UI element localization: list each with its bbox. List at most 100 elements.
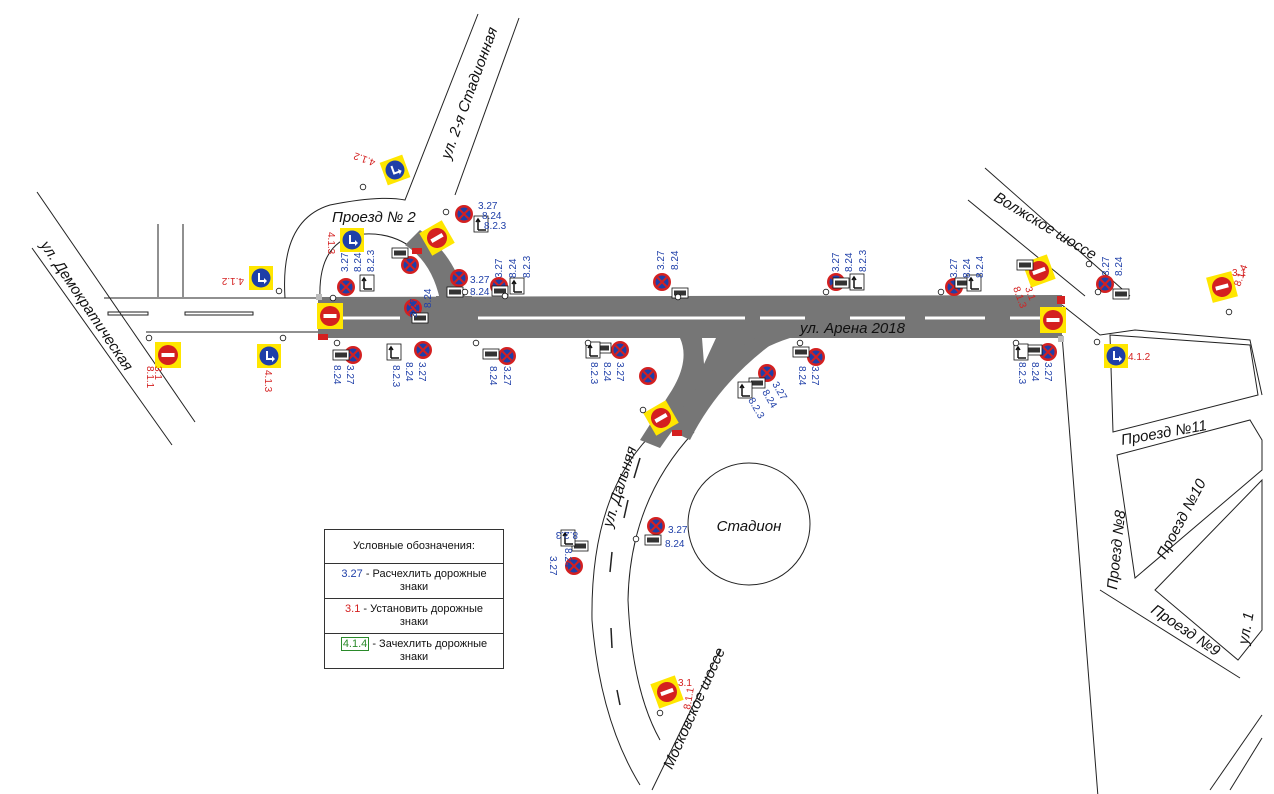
legend-text-uncover: - Расчехлить дорожные знаки <box>362 568 487 593</box>
svg-text:3.1: 3.1 <box>152 366 163 380</box>
svg-text:3.27: 3.27 <box>1101 256 1112 276</box>
svg-text:8.2.4: 8.2.4 <box>975 255 986 278</box>
no-entry-sign-icon <box>155 342 181 368</box>
legend-row-install: 3.1 - Установить дорожные знаки <box>325 598 503 633</box>
turn-right-sign-icon <box>339 227 365 253</box>
left-road-dashes <box>107 311 254 316</box>
codes-red: 3.1 8.1.1 3.1 8.1.3 3.1 8.1.4 3.1 8.1.1 … <box>144 149 1251 710</box>
street-proezd-10: Проезд №10 <box>1154 476 1211 562</box>
street-demokraticheskaya: ул. Демократическая <box>36 237 136 374</box>
legend-code-3-1: 3.1 <box>345 603 361 615</box>
svg-text:3.27: 3.27 <box>831 252 842 272</box>
svg-text:8.24: 8.24 <box>796 366 807 386</box>
dalnyaya-lane-dashes <box>609 457 641 706</box>
codes-8-2-3: 8.2.3 8.2.3 8.2.3 8.2.3 8.2.3 8.2.3 8.2.… <box>366 221 1027 540</box>
no-entry-sign-icon <box>1022 254 1056 288</box>
svg-text:8.24: 8.24 <box>562 548 573 568</box>
svg-text:8.24: 8.24 <box>601 362 612 382</box>
svg-text:3.27: 3.27 <box>1042 362 1053 382</box>
svg-text:3.27: 3.27 <box>501 366 512 386</box>
legend-code-3-27: 3.27 <box>341 568 363 580</box>
svg-text:3.27: 3.27 <box>668 525 688 536</box>
street-outlines <box>31 13 1263 794</box>
svg-text:4.1.2: 4.1.2 <box>221 275 244 286</box>
svg-text:8.2.3: 8.2.3 <box>858 249 869 272</box>
svg-text:8.24: 8.24 <box>962 258 973 278</box>
main-road-arena-2018 <box>318 230 1062 448</box>
svg-text:8.2.3: 8.2.3 <box>484 221 507 232</box>
svg-text:8.24: 8.24 <box>353 252 364 272</box>
street-partial: ул. 1 <box>1235 611 1258 647</box>
svg-text:8.1.4: 8.1.4 <box>1232 263 1250 288</box>
svg-text:8.2.3: 8.2.3 <box>555 529 578 540</box>
svg-text:3.1: 3.1 <box>1232 268 1246 279</box>
svg-text:4.1.3: 4.1.3 <box>262 370 273 393</box>
street-volzhskoe: Волжское шоссе <box>991 189 1100 264</box>
svg-text:8.2.3: 8.2.3 <box>1016 362 1027 385</box>
svg-text:8.1.1: 8.1.1 <box>682 686 697 710</box>
svg-text:8.2.3: 8.2.3 <box>588 362 599 385</box>
svg-text:8.24: 8.24 <box>423 288 434 308</box>
svg-text:8.24: 8.24 <box>1029 362 1040 382</box>
vehicle-plate-signs <box>332 247 1130 552</box>
legend-code-4-1-4: 4.1.4 <box>340 637 370 651</box>
street-arena-2018: ул. Арена 2018 <box>799 320 906 337</box>
svg-text:8.24: 8.24 <box>470 287 490 298</box>
svg-text:3.27: 3.27 <box>470 275 490 286</box>
svg-text:8.24: 8.24 <box>665 539 685 550</box>
svg-text:8.1.1: 8.1.1 <box>144 366 155 389</box>
turn-right-sign-icon <box>1103 343 1129 369</box>
svg-text:8.2.3: 8.2.3 <box>390 365 401 388</box>
legend-row-cover: 4.1.4 - Зачехлить дорожные знаки <box>325 633 503 668</box>
svg-text:4.1.2: 4.1.2 <box>1128 352 1151 363</box>
street-proezd-8: Проезд №8 <box>1104 509 1129 591</box>
svg-text:8.24: 8.24 <box>844 252 855 272</box>
barrier-posts <box>316 294 1064 342</box>
barriers <box>318 248 1065 436</box>
svg-text:3.1: 3.1 <box>678 678 692 689</box>
svg-text:8.24: 8.24 <box>487 366 498 386</box>
svg-text:8.24: 8.24 <box>403 362 414 382</box>
stadium-outline <box>687 462 811 586</box>
svg-text:3.27: 3.27 <box>409 298 420 318</box>
svg-text:3.27: 3.27 <box>478 201 498 212</box>
svg-text:8.2.3: 8.2.3 <box>522 255 533 278</box>
street-labels: ул. Демократическая ул. 2-я Стадионная П… <box>36 25 1257 772</box>
svg-text:8.24: 8.24 <box>482 211 502 222</box>
legend-text-install: - Установить дорожные знаки <box>360 603 483 628</box>
svg-text:3.27: 3.27 <box>344 365 355 385</box>
svg-text:3.27: 3.27 <box>656 250 667 270</box>
codes-8-24: 8.24 8.24 8.24 8.24 8.24 8.24 8.24 8.24 … <box>331 211 1125 568</box>
no-entry-sign-icon <box>317 303 343 329</box>
svg-text:3.27: 3.27 <box>614 362 625 382</box>
svg-text:8.2.3: 8.2.3 <box>366 249 377 272</box>
street-moskovskoe: Московское шоссе <box>660 645 729 771</box>
legend-text-cover: - Зачехлить дорожные знаки <box>369 638 488 663</box>
street-proezd-9: Проезд №9 <box>1148 601 1224 660</box>
turn-right-sign-icon <box>378 153 412 187</box>
turn-right-sign-icon <box>256 343 282 369</box>
svg-text:3.27: 3.27 <box>547 556 558 576</box>
svg-text:3.27: 3.27 <box>809 366 820 386</box>
svg-text:3.27: 3.27 <box>949 258 960 278</box>
legend-row-uncover: 3.27 - Расчехлить дорожные знаки <box>325 563 503 598</box>
svg-text:3.27: 3.27 <box>494 258 505 278</box>
svg-text:4.1.3: 4.1.3 <box>325 232 336 255</box>
svg-text:3.1: 3.1 <box>1022 285 1037 302</box>
svg-text:8.24: 8.24 <box>331 365 342 385</box>
street-proezd-2: Проезд № 2 <box>332 209 416 226</box>
svg-text:4.1.2: 4.1.2 <box>352 149 377 167</box>
sign-posts <box>145 183 1233 717</box>
svg-text:8.24: 8.24 <box>508 258 519 278</box>
svg-text:8.24: 8.24 <box>670 250 681 270</box>
legend-title: Условные обозначения: <box>353 540 475 552</box>
svg-text:3.27: 3.27 <box>340 252 351 272</box>
street-dalnyaya: ул. Дальняя <box>599 444 640 530</box>
stadium-label: Стадион <box>717 518 782 535</box>
legend-box: Условные обозначения: 3.27 - Расчехлить … <box>324 529 504 669</box>
turn-right-sign-icon <box>248 265 274 291</box>
no-entry-sign-icon <box>1040 307 1066 333</box>
svg-text:8.24: 8.24 <box>1114 256 1125 276</box>
street-proezd-11: Проезд №11 <box>1120 417 1208 449</box>
